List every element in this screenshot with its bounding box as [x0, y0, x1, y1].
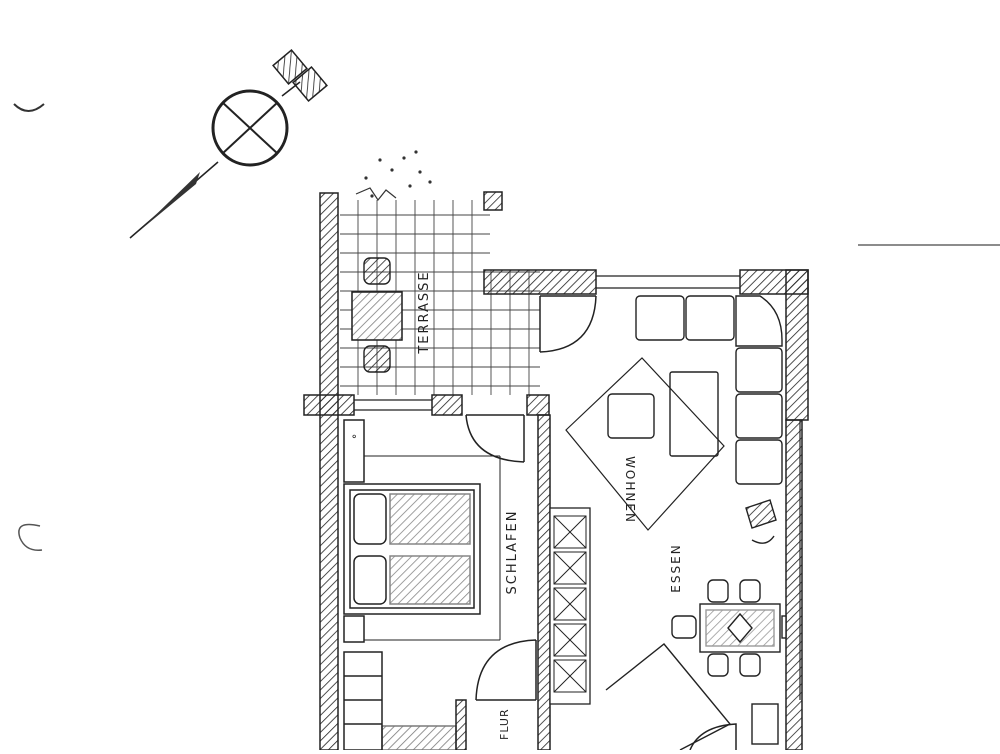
room-label-bedroom: SCHLAFEN [505, 510, 520, 595]
room-label-hall: FLUR [498, 708, 511, 740]
living-furniture [565, 295, 783, 544]
doors [465, 295, 737, 751]
room-label-dining: ESSEN [669, 543, 683, 592]
terrace-furniture [351, 257, 403, 373]
north-letter-icon [272, 49, 328, 102]
edge-mark-top [13, 103, 45, 112]
room-label-terrace: TERRASSE [417, 270, 432, 354]
room-label-living: WOHNEN [623, 456, 637, 524]
bedroom-furniture: ⚬ [343, 419, 501, 751]
svg-text:⚬: ⚬ [350, 432, 358, 443]
windows [354, 275, 801, 700]
terrace-plants [355, 150, 432, 202]
edge-mark-middle [18, 523, 43, 551]
north-arrow-icon [129, 49, 328, 239]
dining-furniture [605, 579, 787, 751]
wardrobe [549, 507, 591, 705]
plant-icon [745, 499, 777, 544]
